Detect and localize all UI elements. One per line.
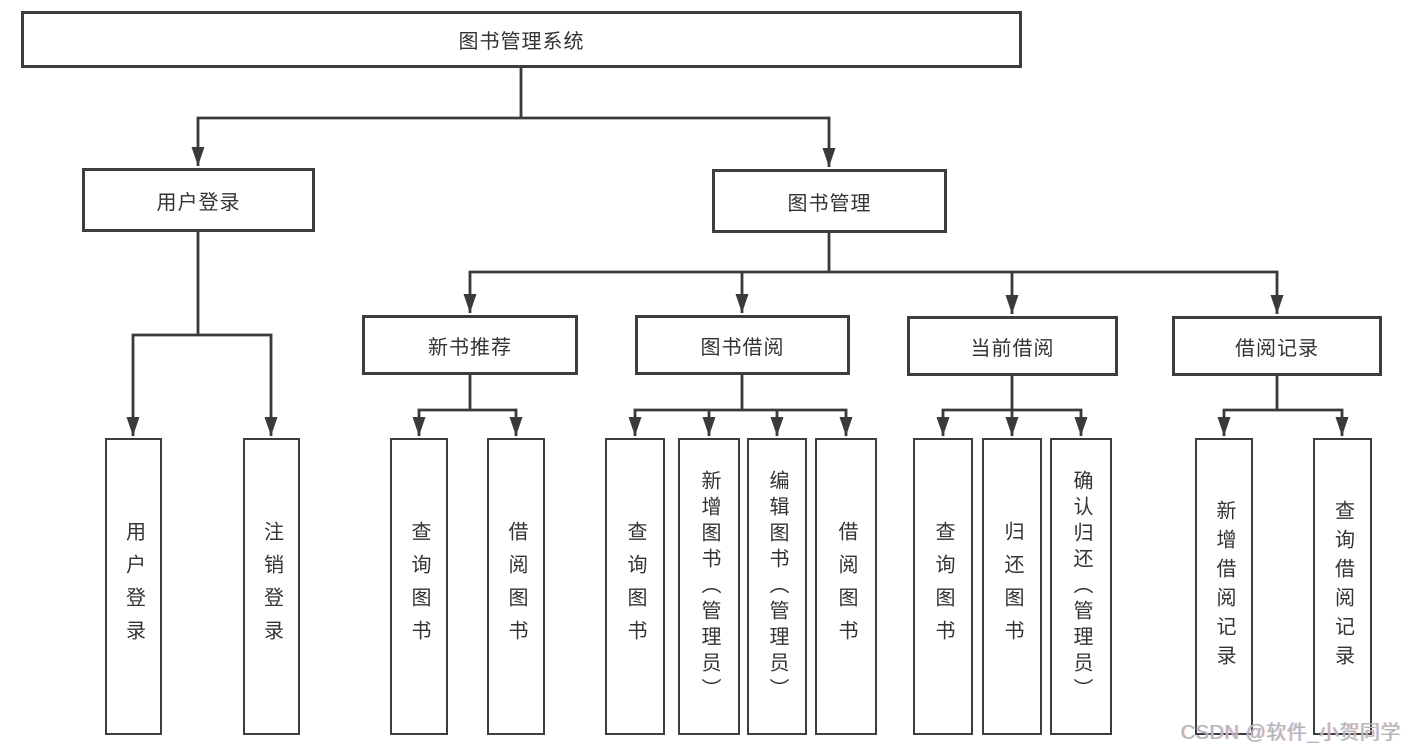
- leaf-label: 用户登录: [122, 520, 145, 653]
- leaf-label: 注销登录: [260, 520, 283, 653]
- leaf-label: 查询图书: [408, 520, 430, 653]
- node-label: 借阅记录: [1235, 337, 1319, 360]
- leaf-label: 新增借阅记录: [1213, 499, 1235, 674]
- leaf-label: 编辑图书（管理员）: [766, 469, 788, 704]
- leaf-label: 查询借阅记录: [1331, 499, 1354, 674]
- leaf-label: 查询图书: [624, 520, 646, 653]
- csdn-watermark: CSDN @软件_小贺同学: [1180, 722, 1401, 744]
- leaf-add-borrow-record: 新增借阅记录: [1195, 438, 1253, 735]
- leaf-borrow-books: 借阅图书: [815, 438, 877, 735]
- leaf-query-books: 查询图书: [913, 438, 973, 735]
- node-label: 用户登录: [156, 191, 241, 214]
- leaf-query-books: 查询图书: [605, 438, 665, 735]
- leaf-label: 确认归还（管理员）: [1070, 469, 1092, 704]
- node-borrow-records: 借阅记录: [1172, 316, 1382, 376]
- leaf-add-books-admin: 新增图书（管理员）: [678, 438, 740, 735]
- node-book-borrow: 图书借阅: [635, 315, 850, 375]
- node-new-book-recommend: 新书推荐: [362, 315, 578, 375]
- node-label: 图书管理系统: [458, 31, 585, 53]
- node-label: 新书推荐: [428, 336, 512, 359]
- node-label: 当前借阅: [970, 337, 1055, 360]
- leaf-label: 查询图书: [932, 520, 954, 653]
- leaf-return-books: 归还图书: [982, 438, 1042, 735]
- leaf-query-borrow-record: 查询借阅记录: [1313, 438, 1372, 735]
- node-root: 图书管理系统: [21, 11, 1022, 68]
- leaf-user-login: 用户登录: [105, 438, 162, 735]
- leaf-label: 新增图书（管理员）: [698, 469, 720, 704]
- leaf-label: 借阅图书: [505, 520, 527, 653]
- node-label: 图书管理: [787, 192, 872, 215]
- node-current-borrow: 当前借阅: [907, 316, 1118, 376]
- node-user-login: 用户登录: [82, 168, 315, 232]
- leaf-query-books: 查询图书: [390, 438, 448, 735]
- leaf-label: 借阅图书: [835, 520, 857, 653]
- leaf-logout: 注销登录: [243, 438, 300, 735]
- leaf-borrow-books: 借阅图书: [487, 438, 545, 735]
- node-label: 图书借阅: [700, 336, 785, 359]
- node-book-management: 图书管理: [712, 169, 947, 233]
- leaf-label: 归还图书: [1001, 520, 1023, 653]
- leaf-edit-books-admin: 编辑图书（管理员）: [747, 438, 807, 735]
- leaf-confirm-return-admin: 确认归还（管理员）: [1050, 438, 1112, 735]
